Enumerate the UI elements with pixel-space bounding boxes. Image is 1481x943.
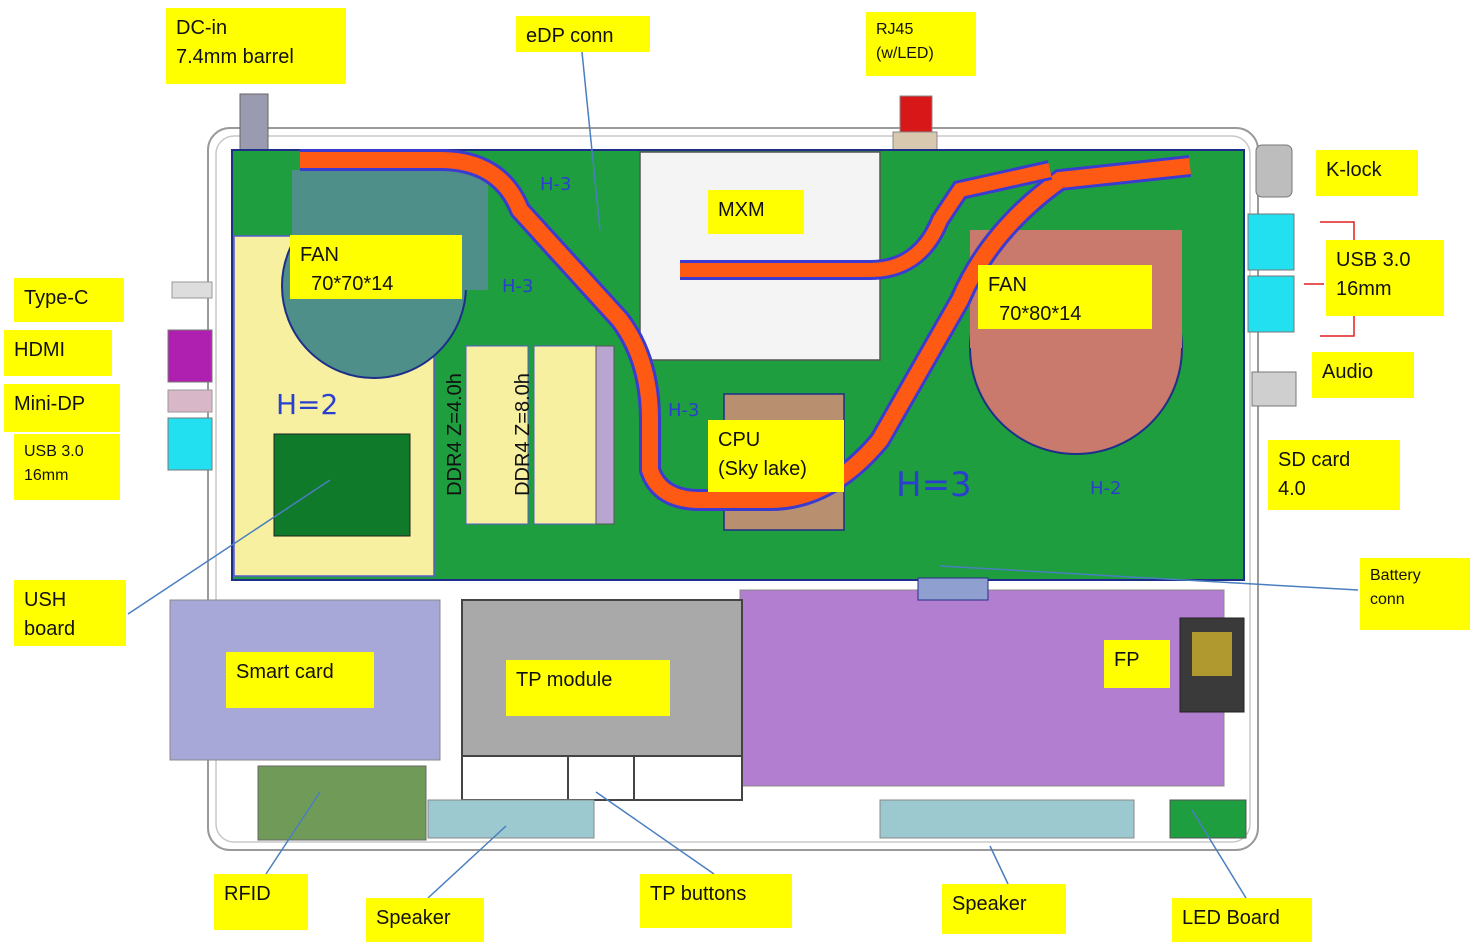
silk-h3-cpu: H-3 [668,400,699,421]
leader-battery [939,565,1359,591]
leader-lines [127,51,1359,899]
ddr4-slot-b [533,345,597,525]
cpu-label: CPU (Sky lake) [708,420,844,492]
leader-edp [581,51,601,231]
fan-left-label: FAN 70*70*14 [290,235,462,299]
smart-card-label: Smart card [226,652,374,708]
silk-h2-right: H-2 [1090,478,1121,499]
rfid-label: RFID [214,874,308,930]
led-board-pcb [1169,799,1247,839]
leader-speaker-right [989,845,1009,885]
leader-speaker-left [427,825,507,899]
klock-slot [1255,144,1293,198]
speaker-right [879,799,1135,839]
battery-label: Battery conn [1360,558,1470,630]
tp-module-label: TP module [506,660,670,716]
leader-rfid [265,791,321,875]
klock-label: K-lock [1316,150,1418,196]
typec-label: Type-C [14,278,124,322]
silk-h3-top: H-3 [540,174,571,195]
led-board-label: LED Board [1172,898,1312,942]
typec-port [171,281,213,299]
rj45-label: RJ45 (w/LED) [866,12,976,76]
usb-right-port-1 [1247,213,1295,271]
mxm-label: MXM [708,190,804,234]
ddr4-slot-a [465,345,529,525]
battery-connector [917,577,989,601]
audio-port [1251,371,1297,407]
leader-ush [127,479,331,615]
leader-tp-buttons [595,791,715,875]
sdcard-label: SD card 4.0 [1268,440,1400,510]
hdmi-port [167,329,213,383]
ush-chip [273,433,411,537]
heatpipe-left-core [300,152,1191,508]
dc-in-label: DC-in 7.4mm barrel [166,8,346,84]
minidp-port [167,389,213,413]
usb30-left-label: USB 3.0 16mm [14,434,120,500]
silk-h3-mid: H-3 [502,276,533,297]
silk-h3-main: H=3 [896,465,972,505]
edp-label: eDP conn [516,16,650,52]
fan-right-label: FAN 70*80*14 [978,265,1152,329]
leader-led-board [1191,809,1247,899]
speaker-left-label: Speaker [366,898,484,942]
tp-buttons-area [461,755,743,801]
fp-label: FP [1104,640,1170,688]
chassis-inner-outline [215,135,1251,843]
mxm-module [639,151,881,361]
fp-sensor-inner [1192,632,1232,676]
heatpipe-mxm-core [680,163,1052,277]
rfid-antenna [257,765,427,841]
hdmi-label: HDMI [4,330,112,376]
silk-h2-left: H=2 [276,388,338,421]
ush-board-label: USH board [14,580,126,646]
palmrest [739,589,1225,787]
ddr4-b-label: DDR4 Z=8.0h [511,373,534,496]
rj45-jack [899,95,933,137]
tp-buttons-label: TP buttons [640,874,792,928]
audio-label: Audio [1312,352,1414,398]
minidp-label: Mini-DP [4,384,120,432]
usb-right-port-2 [1247,275,1295,333]
usb-left-port [167,417,213,471]
dc-in-jack [239,93,269,155]
speaker-left [427,799,595,839]
usb30-right-label: USB 3.0 16mm [1326,240,1444,316]
speaker-right-label: Speaker [942,884,1066,934]
ddr4-a-label: DDR4 Z=4.0h [443,373,466,496]
ddr4-connector [595,345,615,525]
